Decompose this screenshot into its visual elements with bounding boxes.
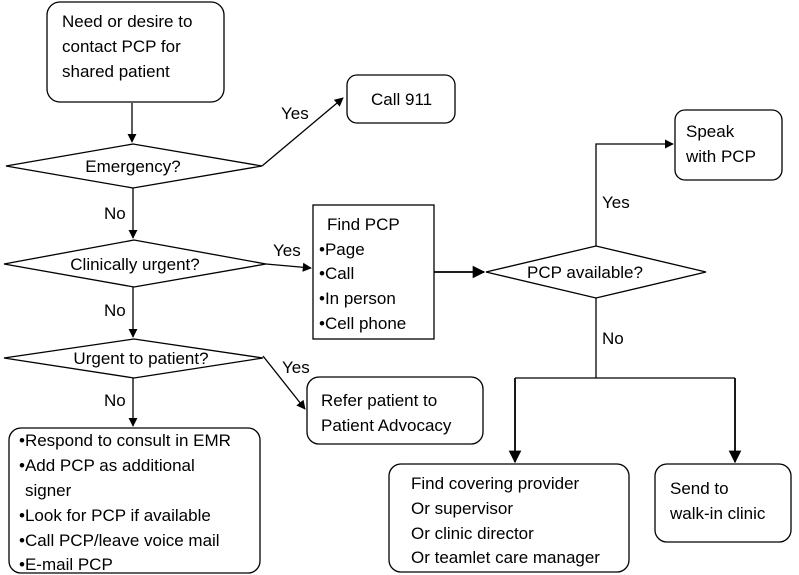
node-respond-consult-line-3: signer bbox=[25, 481, 72, 500]
node-covering-provider: Find covering provider Or supervisor Or … bbox=[388, 463, 630, 573]
label-patient-no: No bbox=[104, 391, 126, 410]
label-emergency-yes: Yes bbox=[281, 104, 309, 123]
node-find-pcp-line-3: •Call bbox=[319, 264, 354, 283]
label-patient-yes: Yes bbox=[282, 358, 310, 377]
node-respond-consult-line-6: •E-mail PCP bbox=[19, 555, 113, 574]
node-speak-pcp: Speak with PCP bbox=[674, 109, 783, 181]
label-available-no: No bbox=[602, 329, 624, 348]
node-walk-in-line-1: Send to bbox=[670, 479, 729, 498]
node-walk-in-line-2: walk-in clinic bbox=[669, 504, 766, 523]
node-call911-label: Call 911 bbox=[371, 90, 432, 109]
node-refer-advocacy-line-1: Refer patient to bbox=[321, 391, 437, 410]
decision-clinically-urgent-label: Clinically urgent? bbox=[70, 255, 199, 274]
node-start-line-2: contact PCP for bbox=[62, 37, 181, 56]
node-covering-provider-line-1: Find covering provider bbox=[411, 474, 580, 493]
node-covering-provider-line-2: Or supervisor bbox=[411, 499, 513, 518]
label-urgent-yes: Yes bbox=[273, 241, 301, 260]
node-find-pcp: Find PCP •Page •Call •In person •Cell ph… bbox=[312, 204, 435, 340]
node-find-pcp-line-5: •Cell phone bbox=[319, 314, 406, 333]
node-respond-consult-line-1: •Respond to consult in EMR bbox=[19, 431, 231, 450]
edge-available-to-speak bbox=[595, 139, 674, 246]
node-walk-in: Send to walk-in clinic bbox=[654, 463, 792, 543]
node-find-pcp-line-4: •In person bbox=[319, 289, 396, 308]
edge-patient-to-refer bbox=[262, 355, 306, 410]
node-speak-pcp-line-2: with PCP bbox=[685, 147, 756, 166]
node-start: Need or desire to contact PCP for shared… bbox=[46, 1, 225, 103]
decision-emergency: Emergency? bbox=[5, 143, 263, 189]
decision-pcp-available: PCP available? bbox=[485, 245, 707, 299]
node-start-line-3: shared patient bbox=[62, 62, 170, 81]
decision-emergency-label: Emergency? bbox=[85, 157, 180, 176]
node-covering-provider-line-3: Or clinic director bbox=[411, 524, 534, 543]
edge-urgent-to-findpcp bbox=[265, 262, 312, 272]
node-respond-consult-line-4: •Look for PCP if available bbox=[19, 506, 211, 525]
label-available-yes: Yes bbox=[602, 193, 630, 212]
node-respond-consult-line-5: •Call PCP/leave voice mail bbox=[19, 531, 220, 550]
decision-urgent-to-patient-label: Urgent to patient? bbox=[73, 349, 208, 368]
decision-clinically-urgent: Clinically urgent? bbox=[3, 239, 267, 288]
node-respond-consult-line-2: •Add PCP as additional bbox=[19, 456, 195, 475]
node-refer-advocacy-line-2: Patient Advocacy bbox=[321, 416, 452, 435]
node-call911: Call 911 bbox=[346, 74, 456, 124]
node-respond-consult: •Respond to consult in EMR •Add PCP as a… bbox=[8, 427, 261, 574]
decision-urgent-to-patient: Urgent to patient? bbox=[3, 338, 264, 379]
node-covering-provider-line-4: Or teamlet care manager bbox=[411, 548, 600, 567]
label-emergency-no: No bbox=[104, 204, 126, 223]
node-speak-pcp-line-1: Speak bbox=[686, 122, 735, 141]
node-start-line-1: Need or desire to bbox=[62, 12, 192, 31]
label-urgent-no: No bbox=[104, 301, 126, 320]
node-find-pcp-line-1: Find PCP bbox=[327, 215, 400, 234]
edge-labels: Yes No Yes No Yes No Yes No bbox=[104, 104, 630, 410]
decision-pcp-available-label: PCP available? bbox=[527, 263, 643, 282]
node-refer-advocacy: Refer patient to Patient Advocacy bbox=[306, 376, 484, 445]
connectors bbox=[127, 97, 742, 464]
edge-emergency-to-call911 bbox=[261, 97, 344, 167]
node-find-pcp-line-2: •Page bbox=[319, 240, 365, 259]
